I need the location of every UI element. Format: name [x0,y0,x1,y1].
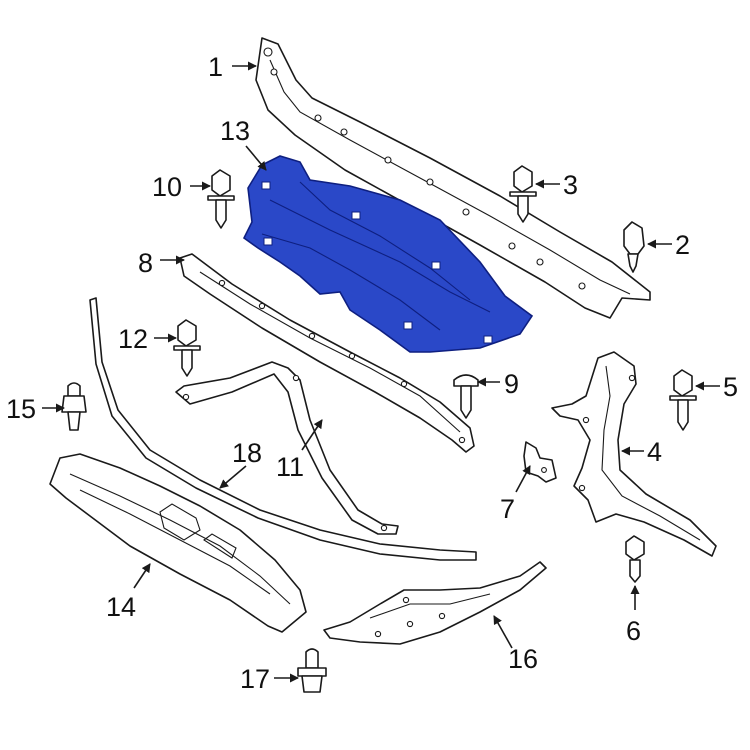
part-14-cowl-panel [49,453,307,633]
fastener-2 [623,221,645,273]
callout-1: 1 [208,52,223,82]
callout-5: 5 [723,372,738,402]
leader-7 [515,465,531,493]
callout-18: 18 [232,438,262,468]
fastener-10 [207,169,235,229]
fastener-12 [173,319,201,377]
part-18-seal-strip [89,297,477,561]
callout-14: 14 [106,592,136,622]
part-4-side-bracket [551,351,717,557]
highlighted-part [242,155,534,353]
fastener-17 [297,648,327,693]
callout-6: 6 [626,616,641,646]
part-7-clip-bracket [523,441,557,483]
part-8-bracket-bar [179,253,475,453]
callout-15: 15 [6,394,36,424]
fastener-6 [625,535,645,583]
fastener-15 [61,382,87,431]
part-13-air-deflector [242,155,534,353]
part-11-cross-brace [175,361,399,535]
part-16-lower-trim [323,561,547,645]
fastener-9 [453,374,479,419]
callout-10: 10 [152,172,182,202]
callout-3: 3 [563,170,578,200]
part-1-upper-support-bar [255,37,651,319]
leader-14 [133,563,151,589]
leader-lines [42,61,720,683]
fastener-5 [669,369,697,431]
leader-11 [301,419,323,451]
callout-12: 12 [118,324,148,354]
leader-16 [493,615,513,649]
callout-4: 4 [647,437,662,467]
fastener-3 [509,165,537,223]
callout-16: 16 [508,644,538,674]
callout-17: 17 [240,664,270,694]
callout-8: 8 [138,248,153,278]
leader-13 [245,145,267,171]
callout-11: 11 [276,452,304,482]
callout-13: 13 [220,116,250,146]
leader-18 [219,465,247,489]
callout-labels: 1 2 3 4 5 6 7 8 9 10 11 12 13 14 15 16 1… [6,52,738,694]
callout-9: 9 [504,369,519,399]
callout-2: 2 [675,230,690,260]
callout-7: 7 [500,494,515,524]
